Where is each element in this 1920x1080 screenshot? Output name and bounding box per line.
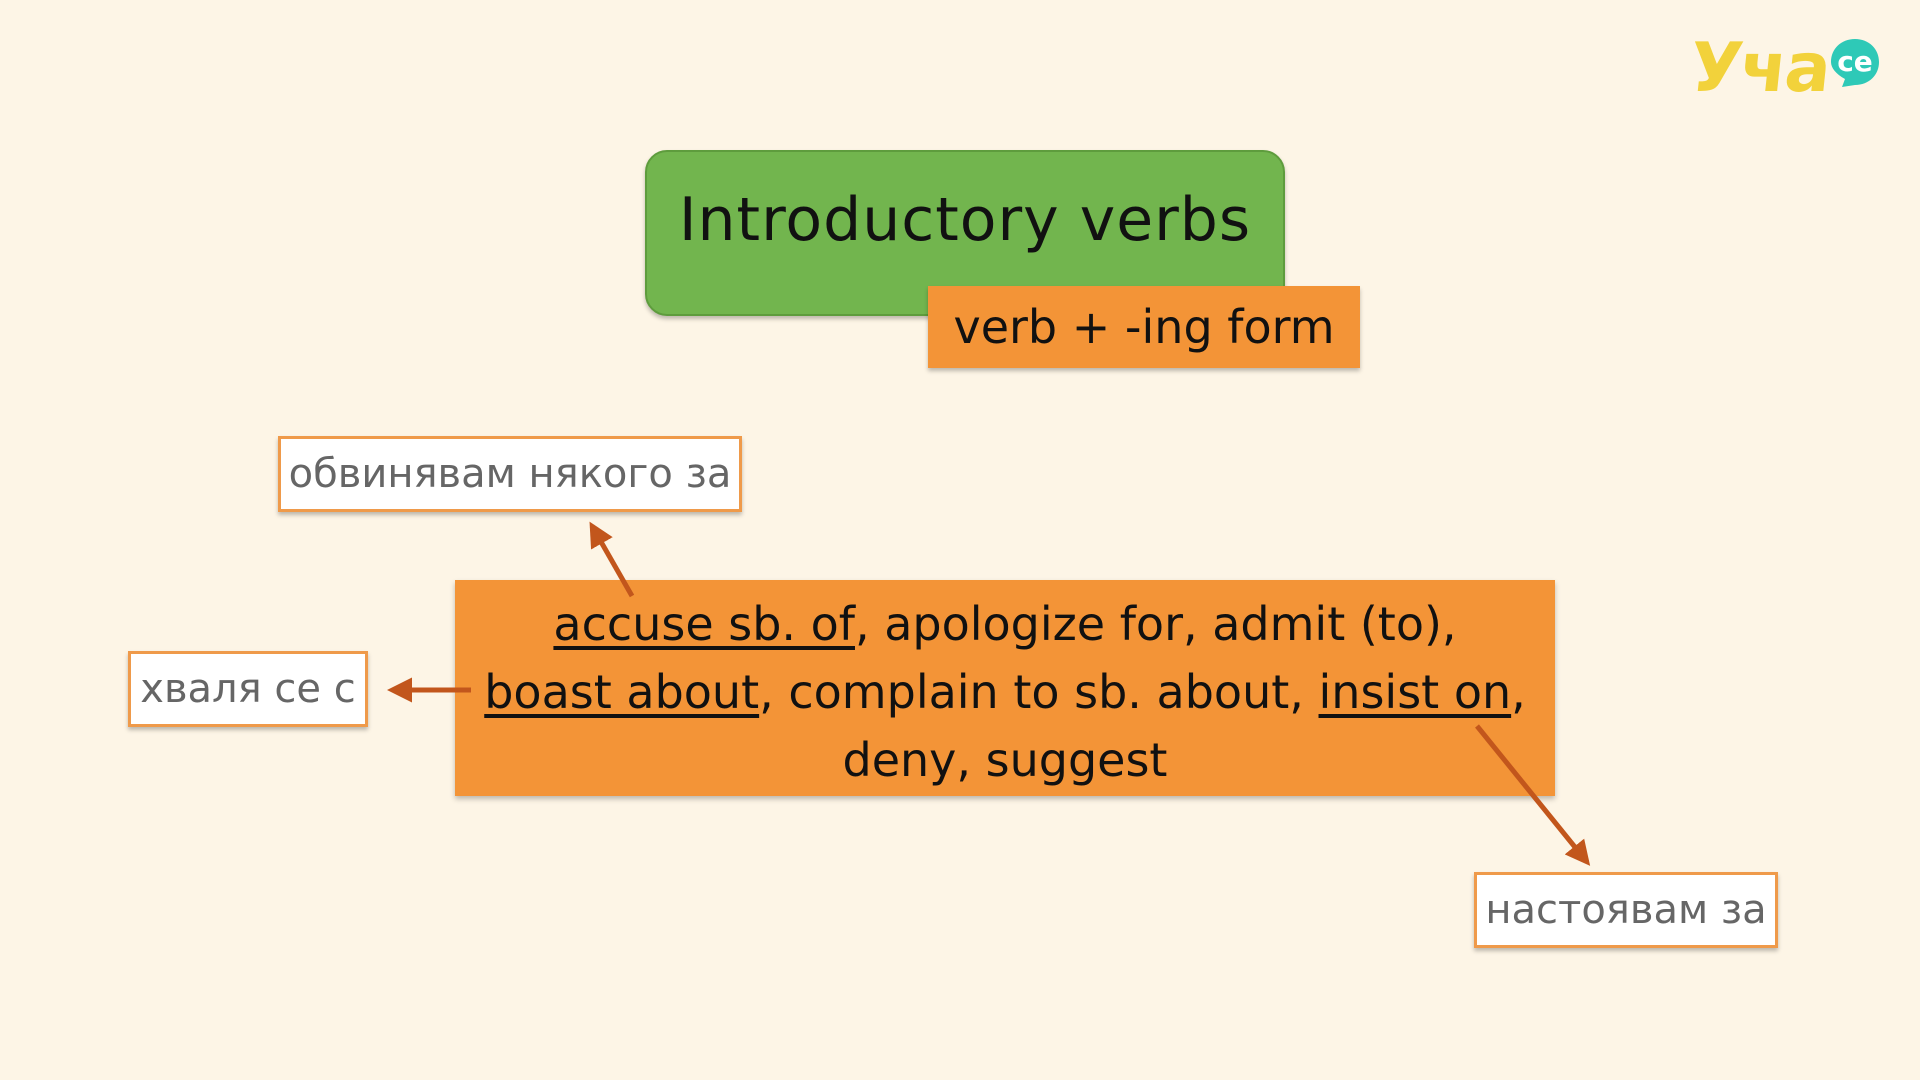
translation-boast: хваля се с [128, 651, 368, 727]
verb-line-1-text: , apologize for, admit (to), [854, 597, 1457, 651]
logo-wordmark: Уча [1685, 29, 1834, 108]
subtitle: verb + -ing form [953, 300, 1335, 354]
phrase-boast: boast about [484, 665, 760, 719]
page-title: Introductory verbs [678, 185, 1252, 255]
phrase-accuse: accuse sb. of [553, 597, 855, 651]
verb-list-box: accuse sb. of, apologize for, admit (to)… [455, 580, 1555, 796]
phrase-insist: insist on [1318, 665, 1512, 719]
logo-badge-text: се [1837, 45, 1873, 78]
verb-line-2-end: , [1511, 665, 1526, 719]
verb-line-1: accuse sb. of, apologize for, admit (to)… [455, 590, 1555, 658]
verb-line-2: boast about, complain to sb. about, insi… [455, 658, 1555, 726]
translation-insist: настоявам за [1474, 872, 1778, 948]
uchase-logo: Уча се [1686, 24, 1890, 114]
subtitle-box: verb + -ing form [928, 286, 1360, 368]
translation-accuse: обвинявам някого за [278, 436, 742, 512]
verb-line-3: deny, suggest [842, 733, 1168, 787]
verb-line-2-text: , complain to sb. about, [759, 665, 1319, 719]
logo-bubble-icon [1831, 39, 1879, 87]
